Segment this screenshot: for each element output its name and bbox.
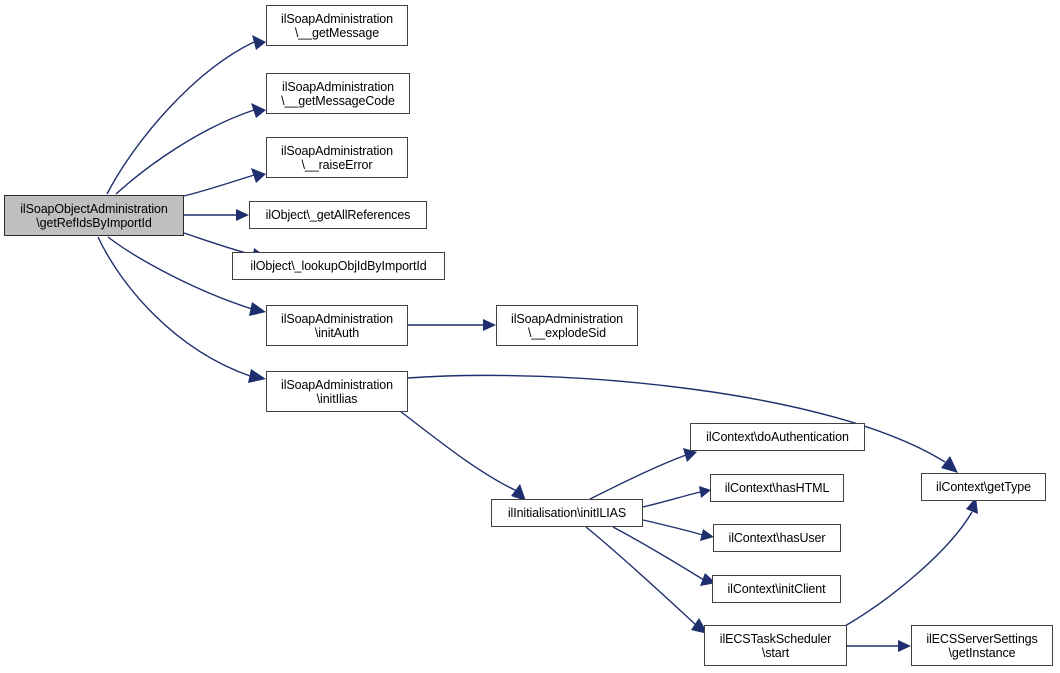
node-label: ilContext\hasUser [728, 531, 826, 545]
edge-initILIAS-to-ecsTaskScheduler [585, 526, 708, 634]
node-label: ilSoapAdministration \__getMessage [281, 11, 393, 40]
edge-root-to-getAllReferences [184, 209, 249, 221]
node-label: ilContext\doAuthentication [706, 430, 849, 444]
node-label: ilSoapAdministration \initAuth [281, 311, 393, 340]
node-label: ilSoapAdministration \__explodeSid [511, 311, 623, 340]
edge-ecsTaskScheduler-to-ecsServerSettings [847, 640, 911, 652]
edge-initAuth-to-explodeSid [408, 319, 496, 331]
node-ilContext-hasUser[interactable]: ilContext\hasUser [713, 524, 841, 552]
node-ilSoapAdministration-initAuth[interactable]: ilSoapAdministration \initAuth [266, 305, 408, 346]
node-ilContext-doAuthentication[interactable]: ilContext\doAuthentication [690, 423, 865, 451]
node-label: ilContext\initClient [727, 582, 826, 596]
edge-initIlias-to-initILIAS [399, 410, 526, 501]
edge-root-to-getMessage [106, 35, 266, 195]
node-ilSoapAdministration-initIlias[interactable]: ilSoapAdministration \initIlias [266, 371, 408, 412]
edge-ecsTaskScheduler-to-getType [844, 497, 978, 627]
node-ilECSTaskScheduler-start[interactable]: ilECSTaskScheduler \start [704, 625, 847, 666]
edge-initIlias-to-getType [407, 374, 958, 473]
node-ilSoapAdministration-getMessage[interactable]: ilSoapAdministration \__getMessage [266, 5, 408, 46]
node-ilSoapAdministration-getMessageCode[interactable]: ilSoapAdministration \__getMessageCode [266, 73, 410, 114]
node-label: ilSoapAdministration \__raiseError [281, 143, 393, 172]
node-label: ilContext\hasHTML [724, 481, 830, 495]
node-label: ilInitialisation\initILIAS [507, 506, 627, 520]
edge-root-to-getMessageCode [115, 103, 266, 195]
node-ilObject-getAllReferences[interactable]: ilObject\_getAllReferences [249, 201, 427, 229]
node-label: ilObject\_getAllReferences [265, 208, 411, 222]
node-label: ilECSServerSettings \getInstance [926, 631, 1038, 660]
edge-root-to-initAuth [107, 236, 266, 316]
node-root-ilSoapObjectAdministration-getRefIdsByImportId[interactable]: ilSoapObjectAdministration \getRefIdsByI… [4, 195, 184, 236]
node-ilObject-lookupObjIdByImportId[interactable]: ilObject\_lookupObjIdByImportId [232, 252, 445, 280]
edge-root-to-initIlias [97, 236, 266, 383]
node-ilECSServerSettings-getInstance[interactable]: ilECSServerSettings \getInstance [911, 625, 1053, 666]
node-label: ilSoapAdministration \__getMessageCode [281, 79, 395, 108]
node-ilContext-initClient[interactable]: ilContext\initClient [712, 575, 841, 603]
node-label: ilSoapAdministration \initIlias [281, 377, 393, 406]
node-ilContext-getType[interactable]: ilContext\getType [921, 473, 1046, 501]
node-ilSoapAdministration-raiseError[interactable]: ilSoapAdministration \__raiseError [266, 137, 408, 178]
node-ilContext-hasHTML[interactable]: ilContext\hasHTML [710, 474, 844, 502]
edge-initILIAS-to-hasHTML [642, 486, 711, 508]
node-ilSoapAdministration-explodeSid[interactable]: ilSoapAdministration \__explodeSid [496, 305, 638, 346]
node-label: ilECSTaskScheduler \start [719, 631, 832, 660]
edge-root-to-raiseError [183, 168, 266, 197]
node-ilInitialisation-initILIAS[interactable]: ilInitialisation\initILIAS [491, 499, 643, 527]
edge-initILIAS-to-hasUser [642, 519, 714, 541]
node-label: ilObject\_lookupObjIdByImportId [250, 259, 427, 273]
edge-initILIAS-to-doAuthentication [589, 448, 697, 500]
edge-initILIAS-to-initClient [612, 526, 716, 586]
node-label: ilSoapObjectAdministration \getRefIdsByI… [20, 201, 168, 230]
node-label: ilContext\getType [936, 480, 1031, 494]
